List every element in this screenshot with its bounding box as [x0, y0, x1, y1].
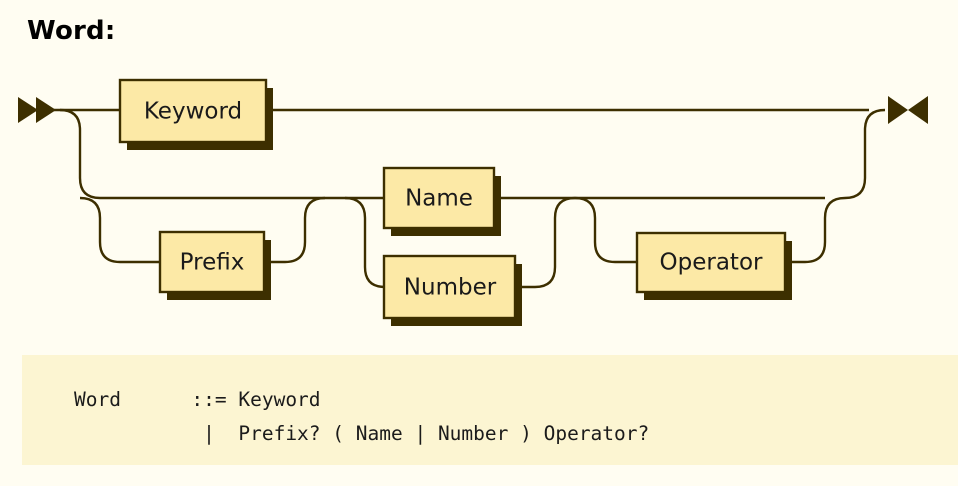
line-merge-to-end	[844, 108, 886, 200]
node-operator[interactable]: Operator	[635, 231, 792, 300]
node-name[interactable]: Name	[382, 166, 501, 236]
node-keyword-box	[118, 78, 268, 144]
connector-lines	[46, 108, 886, 289]
line-alt-to-prefix	[79, 196, 160, 264]
line-prefix-to-junction	[264, 196, 326, 264]
node-operator-box	[635, 231, 787, 294]
node-name-label: Name	[405, 186, 473, 212]
start-marker-icon	[18, 97, 56, 123]
node-prefix-box	[158, 230, 266, 294]
ebnf-line-1: Word ::= Keyword	[74, 388, 321, 411]
end-marker-icon	[888, 96, 928, 124]
node-keyword[interactable]: Keyword	[118, 78, 273, 150]
ebnf-text: Word ::= Keyword | Prefix? ( Name | Numb…	[74, 383, 649, 451]
node-prefix-label: Prefix	[180, 250, 245, 276]
ebnf-code-block: Word ::= Keyword | Prefix? ( Name | Numb…	[22, 355, 958, 465]
node-number[interactable]: Number	[382, 254, 522, 326]
line-branch-down-to-alt	[59, 108, 325, 200]
page-title: Word:	[27, 16, 116, 46]
line-number-to-merge	[515, 196, 576, 289]
node-prefix[interactable]: Prefix	[158, 230, 271, 300]
line-operator-to-merge	[785, 196, 846, 264]
railroad-diagram: Keyword Name Prefix Number Operator	[18, 78, 928, 326]
node-number-box	[382, 254, 517, 320]
ebnf-line-2: | Prefix? ( Name | Number ) Operator?	[74, 422, 650, 445]
node-keyword-label: Keyword	[144, 99, 242, 125]
node-name-box	[382, 166, 496, 230]
line-to-operator	[574, 196, 637, 264]
node-operator-label: Operator	[660, 250, 763, 276]
node-number-label: Number	[404, 275, 497, 301]
line-junction-to-number	[344, 196, 386, 289]
